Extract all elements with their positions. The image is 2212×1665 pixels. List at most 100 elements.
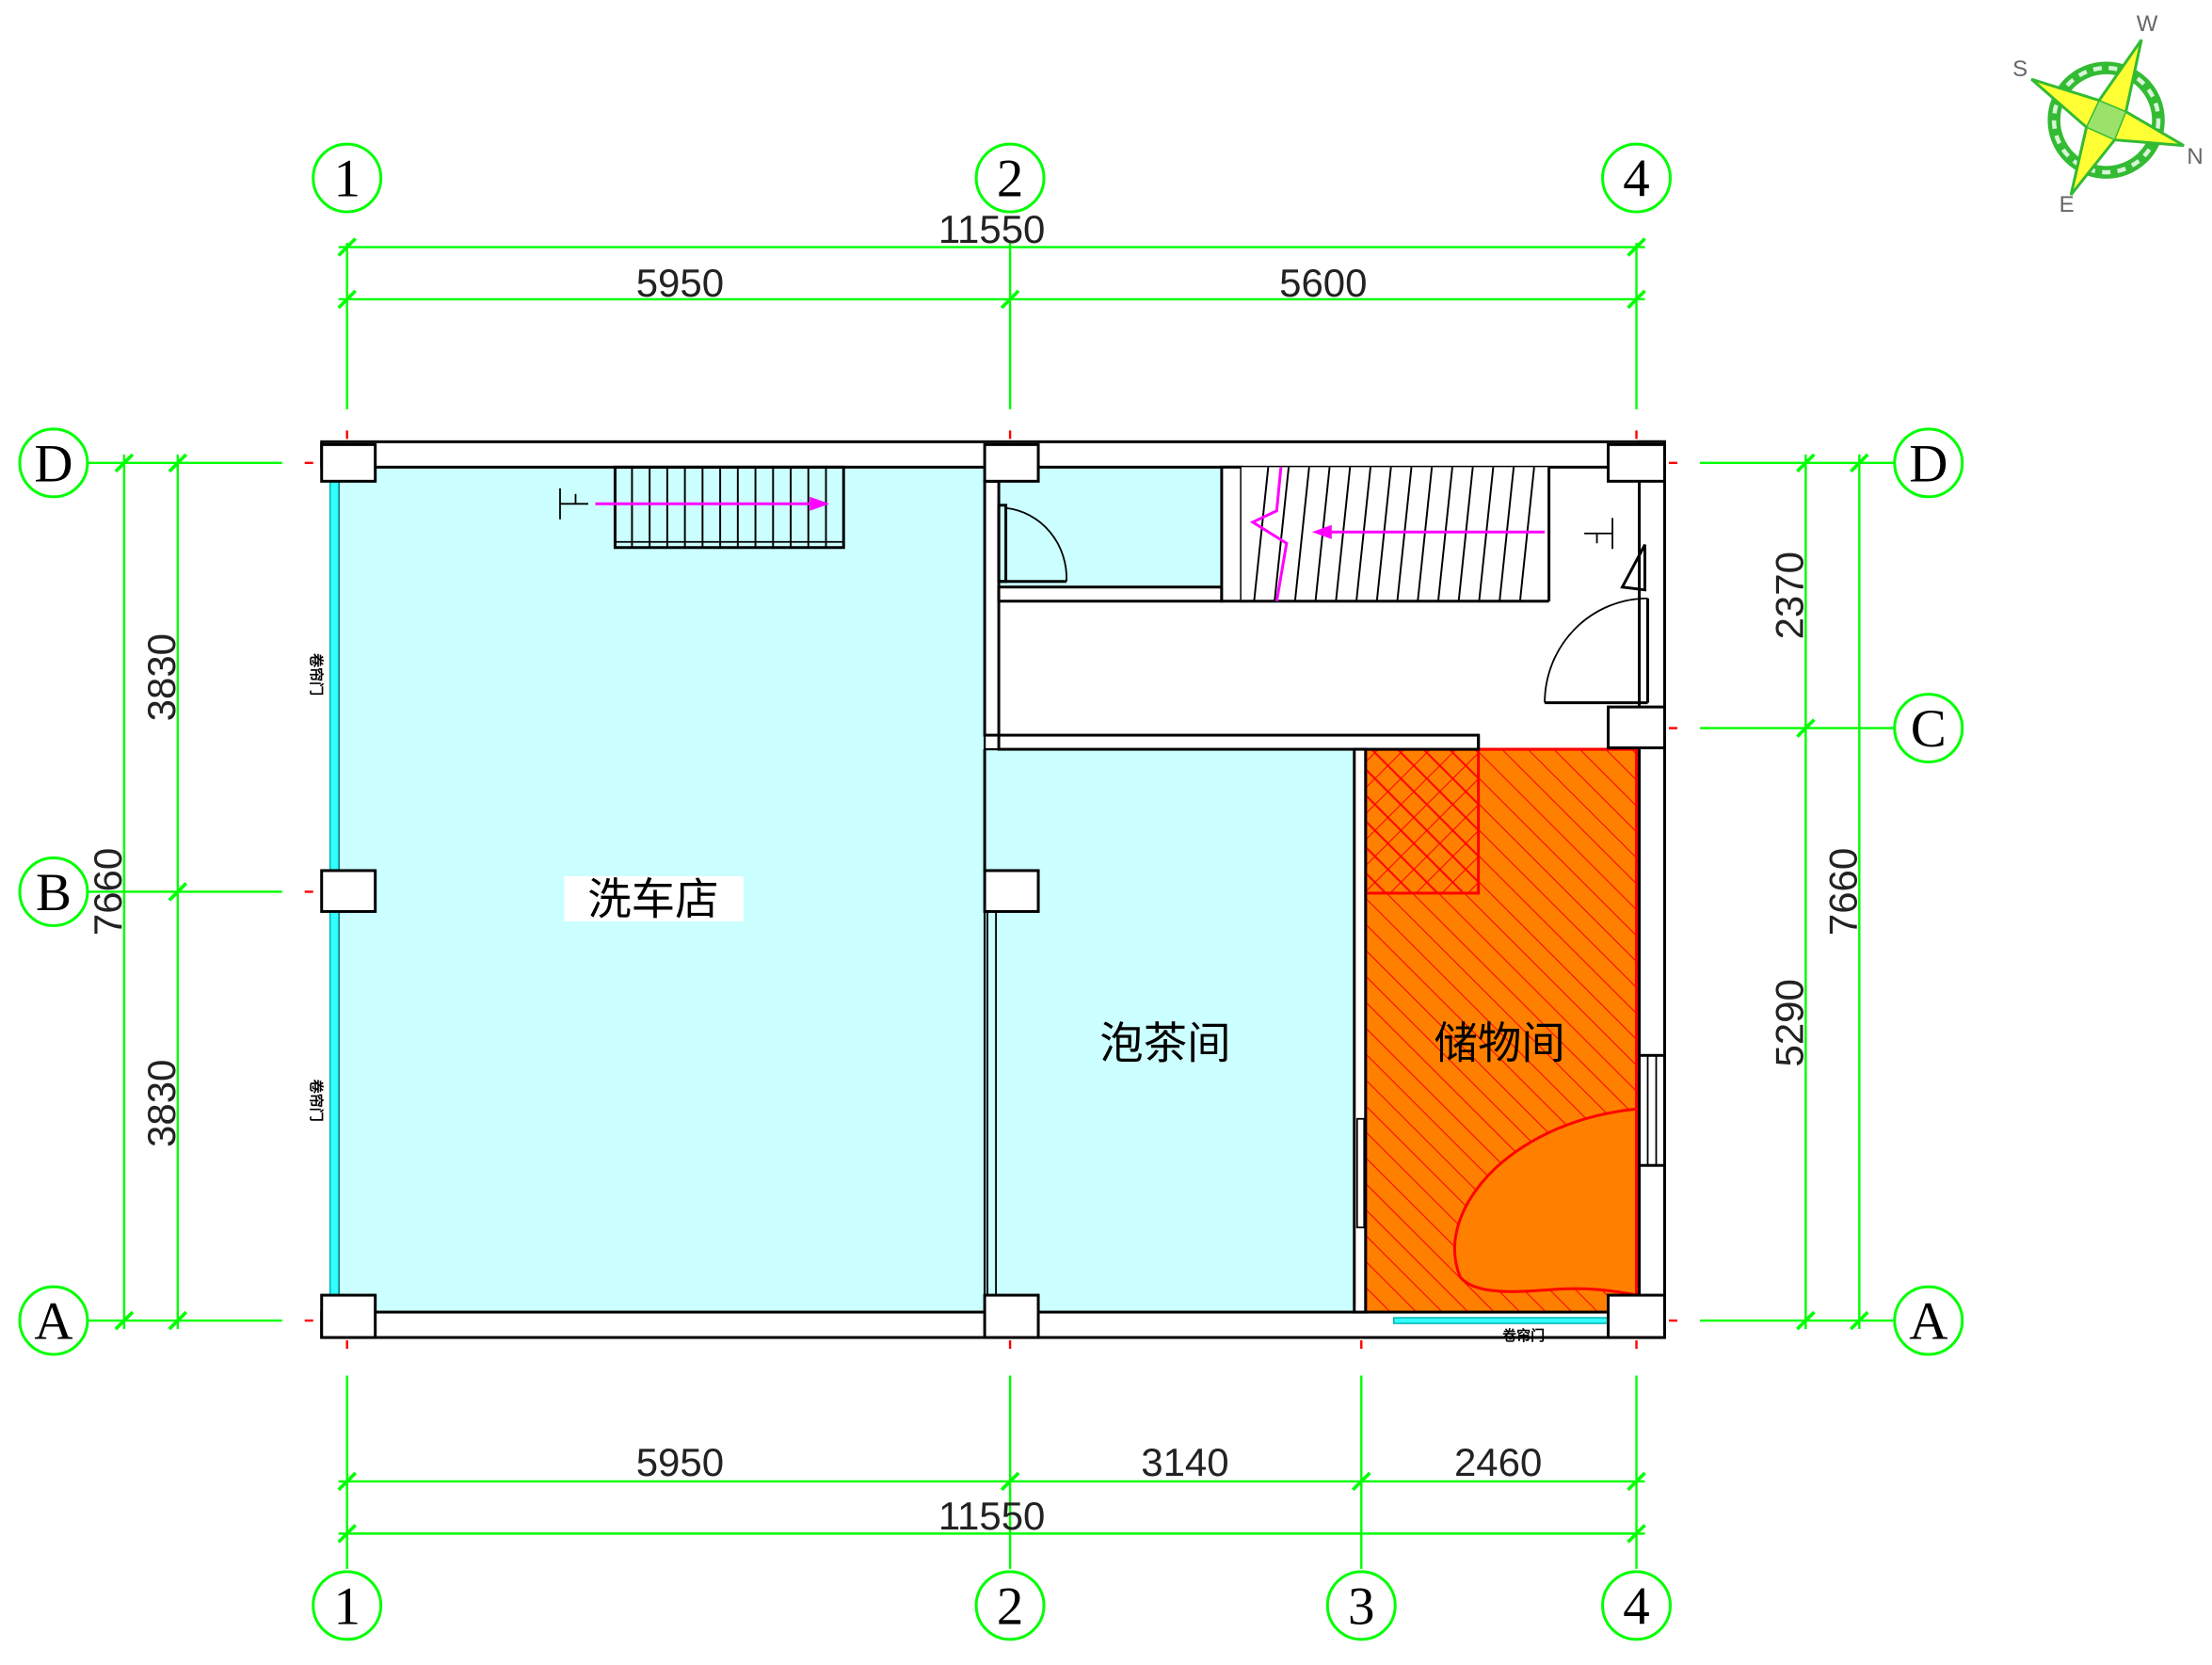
door-swing-arc xyxy=(1544,597,1648,703)
axis-bubble-top-2: 2 xyxy=(974,142,1046,214)
axis-circle xyxy=(974,142,1046,214)
stair-tread xyxy=(1274,467,1290,601)
column-2-d xyxy=(983,442,1040,483)
storage-crosshatch-zone xyxy=(1364,747,1481,895)
axis-label: 4 xyxy=(1623,150,1649,209)
column-4-d xyxy=(1607,442,1666,483)
stair-tread xyxy=(1335,467,1352,601)
dimension-lines xyxy=(87,237,1895,1569)
column-2-b xyxy=(983,869,1040,913)
stair-treads xyxy=(631,467,827,548)
door-swing-arc xyxy=(1005,506,1067,582)
dimension-tick xyxy=(1000,289,1020,310)
interior-wall-axis-2 xyxy=(983,479,1001,737)
left-dimension-d-b: 3830 xyxy=(139,633,184,721)
stair-tread xyxy=(1457,467,1474,601)
roller-shutter-label-bottom: 卷帘门 xyxy=(1502,1327,1545,1344)
tea-storage-opening xyxy=(1355,1117,1366,1229)
right-exterior-wall xyxy=(1638,440,1666,1339)
axis-circle xyxy=(1893,1285,1964,1356)
axis-label: 1 xyxy=(333,1577,360,1636)
compass-ring-pattern xyxy=(2051,65,2161,175)
dimension-ticks xyxy=(114,237,1869,1544)
bottom-overall-dimension: 11550 xyxy=(938,1494,1046,1538)
arrow-head xyxy=(809,496,830,511)
axis-label: 4 xyxy=(1623,1577,1649,1636)
column-1-a xyxy=(320,1293,377,1339)
axis-bubble-right-d: D xyxy=(1893,427,1964,499)
bottom-dimension-2-3: 3140 xyxy=(1141,1440,1228,1484)
axis-label: 2 xyxy=(997,1577,1023,1636)
axis-markers xyxy=(304,430,1677,1350)
stair-direction-mark xyxy=(559,488,588,520)
axis-circle xyxy=(18,856,89,927)
corridor-bottom-wall xyxy=(997,733,1481,751)
stair-tread xyxy=(1293,467,1310,601)
dimension-tick xyxy=(1796,1310,1816,1331)
dimension-tick xyxy=(1850,1310,1869,1331)
axis-label: D xyxy=(1909,434,1948,493)
stair-tread xyxy=(1375,467,1392,601)
stair-door xyxy=(1620,544,1647,592)
columns xyxy=(320,442,1666,1339)
axis-circle xyxy=(18,1285,89,1356)
small-room-bottom-wall xyxy=(997,585,1224,603)
dimension-tick xyxy=(337,237,357,257)
axis-circle xyxy=(1893,693,1964,764)
axis-circle xyxy=(974,1570,1046,1641)
stair-tread xyxy=(1253,467,1270,601)
column-4-a xyxy=(1607,1293,1666,1339)
column-1-b xyxy=(320,869,377,913)
stair-treads xyxy=(1253,467,1535,601)
axis-circle xyxy=(1893,427,1964,499)
storage-solid-zone xyxy=(1452,1107,1639,1297)
doors xyxy=(997,504,1650,705)
stair-direction-mark xyxy=(1584,518,1613,550)
dimension-tick xyxy=(168,1310,188,1331)
stair-tread xyxy=(1355,467,1371,601)
axis-label: 2 xyxy=(997,150,1023,209)
right-overall-dimension: 7660 xyxy=(1820,848,1865,936)
column-1-d xyxy=(320,442,377,483)
axis-bubble-right-c: C xyxy=(1893,693,1964,764)
column-4-c xyxy=(1607,705,1666,750)
axis-circle xyxy=(1601,1570,1672,1641)
axis-label: 1 xyxy=(333,150,360,209)
axis-bubble-left-a: A xyxy=(18,1285,89,1356)
right-dimension-c-a: 5290 xyxy=(1767,979,1811,1066)
bottom-dimension-3-4: 2460 xyxy=(1454,1440,1542,1484)
storage-room-label: 储物间 xyxy=(1434,1017,1564,1068)
axis-label: B xyxy=(36,863,72,922)
right-dimension-d-c: 2370 xyxy=(1767,552,1811,639)
axis-bubble-bottom-3: 3 xyxy=(1325,1570,1397,1641)
axis-bubble-bottom-2: 2 xyxy=(974,1570,1046,1641)
dimension-tick xyxy=(1796,718,1816,738)
axis-bubbles-bottom: 1 2 3 4 xyxy=(312,1570,1672,1641)
compass-north-label: N xyxy=(2187,144,2203,169)
axis-circle xyxy=(1601,142,1672,214)
stair-tread xyxy=(1499,467,1515,601)
tea-room-label: 泡茶间 xyxy=(1099,1017,1230,1068)
dimension-tick xyxy=(1796,453,1816,473)
dimension-tick xyxy=(168,453,188,473)
axis-circle xyxy=(18,427,89,499)
tea-storage-wall xyxy=(1353,747,1368,1314)
compass-star-inner xyxy=(2085,99,2127,141)
axis-circle xyxy=(1325,1570,1397,1641)
dimension-tick xyxy=(337,289,357,310)
dimension-tick xyxy=(1627,237,1646,257)
dimension-tick xyxy=(337,1471,357,1492)
stair-area xyxy=(1241,467,1549,601)
axis-circle xyxy=(312,142,383,214)
roller-shutter-label-left-upper: 卷帘门 xyxy=(308,653,325,696)
axis-label: 3 xyxy=(1348,1577,1374,1636)
top-overall-dimension: 11550 xyxy=(938,207,1046,251)
compass-east-label: E xyxy=(2060,192,2075,217)
axis-circle xyxy=(312,1570,383,1641)
dimension-tick xyxy=(1352,1471,1371,1492)
corridor-exterior-door xyxy=(1544,597,1650,705)
left-dimension-b-a: 3830 xyxy=(139,1060,184,1147)
axis-label: A xyxy=(34,1292,72,1352)
car-wash-label: 洗车店 xyxy=(587,873,718,924)
